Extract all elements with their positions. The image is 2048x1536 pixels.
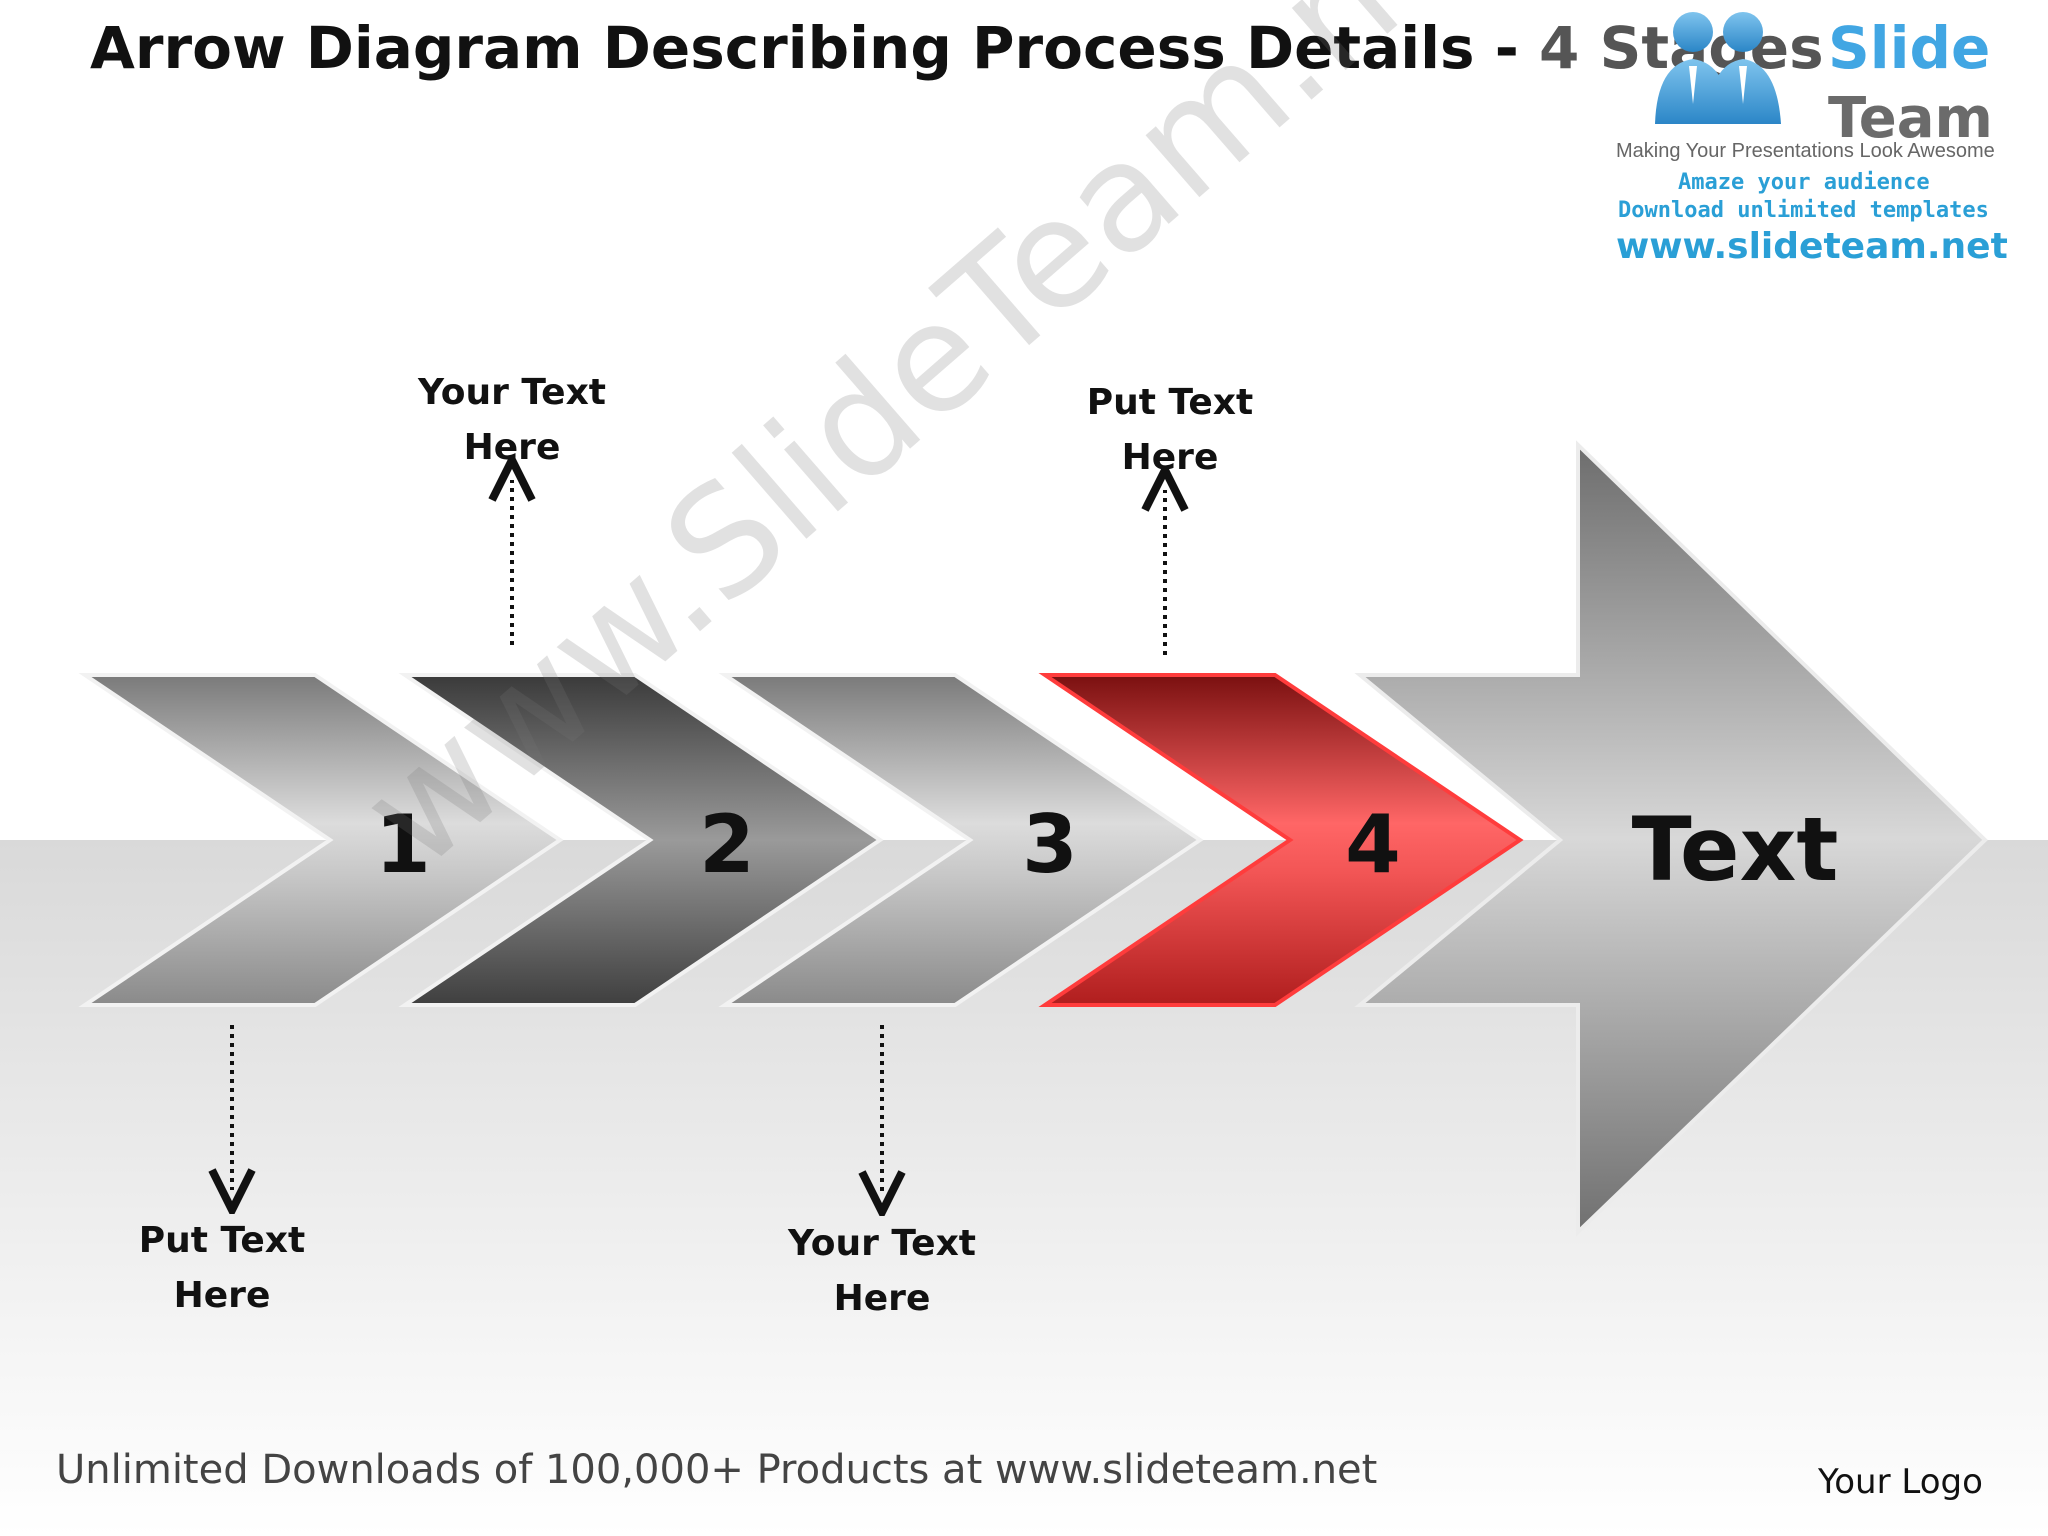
stage-2-label-line1: Your Text bbox=[417, 372, 607, 413]
stage-1-label-line2: Here bbox=[173, 1275, 271, 1316]
stage-3-label-line1: Your Text bbox=[787, 1223, 977, 1264]
logo-download-text: Download unlimited templates bbox=[1618, 198, 1989, 223]
stage-1-label-line1: Put Text bbox=[138, 1220, 306, 1261]
logo-slide-text: Slide bbox=[1828, 14, 1991, 82]
stage-4-chevron bbox=[1038, 673, 1524, 1007]
stage-1-label: Put Text Here bbox=[112, 1213, 332, 1323]
footer-text: Unlimited Downloads of 100,000+ Products… bbox=[56, 1447, 1378, 1493]
slideteam-logo: Slide Team Making Your Presentations Loo… bbox=[1600, 4, 2020, 267]
stage-3-chevron bbox=[718, 673, 1204, 1007]
final-arrow-label: Text bbox=[1632, 798, 1839, 901]
title-main: Arrow Diagram Describing Process Details… bbox=[90, 14, 1540, 82]
stage-4-label-line1: Put Text bbox=[1086, 382, 1254, 423]
stage-1-chevron bbox=[78, 673, 564, 1007]
stage-4-label: Put Text Here bbox=[1050, 375, 1290, 485]
logo-tagline: Making Your Presentations Look Awesome bbox=[1616, 140, 1995, 162]
logo-team-text: Team bbox=[1828, 86, 1993, 151]
stage-3-label: Your Text Here bbox=[762, 1216, 1002, 1326]
stage-1-number: 1 bbox=[375, 798, 431, 891]
stage-2-number: 2 bbox=[699, 798, 755, 891]
stage-2-label: Your Text Here bbox=[392, 365, 632, 475]
slide-title: Arrow Diagram Describing Process Details… bbox=[90, 14, 1824, 82]
stage-3-number: 3 bbox=[1022, 798, 1078, 891]
final-arrow bbox=[1354, 440, 1988, 1237]
stage-4-number: 4 bbox=[1345, 798, 1401, 891]
stage-4-label-line2: Here bbox=[1121, 437, 1219, 478]
stage-2-label-line2: Here bbox=[463, 427, 561, 468]
people-icon bbox=[1655, 12, 1781, 124]
stage-2-chevron bbox=[398, 673, 884, 1007]
logo-amaze-text: Amaze your audience bbox=[1678, 170, 1930, 195]
stage-3-label-line2: Here bbox=[833, 1278, 931, 1319]
logo-url: www.slideteam.net bbox=[1616, 226, 2008, 267]
your-logo-placeholder: Your Logo bbox=[1818, 1462, 1983, 1502]
